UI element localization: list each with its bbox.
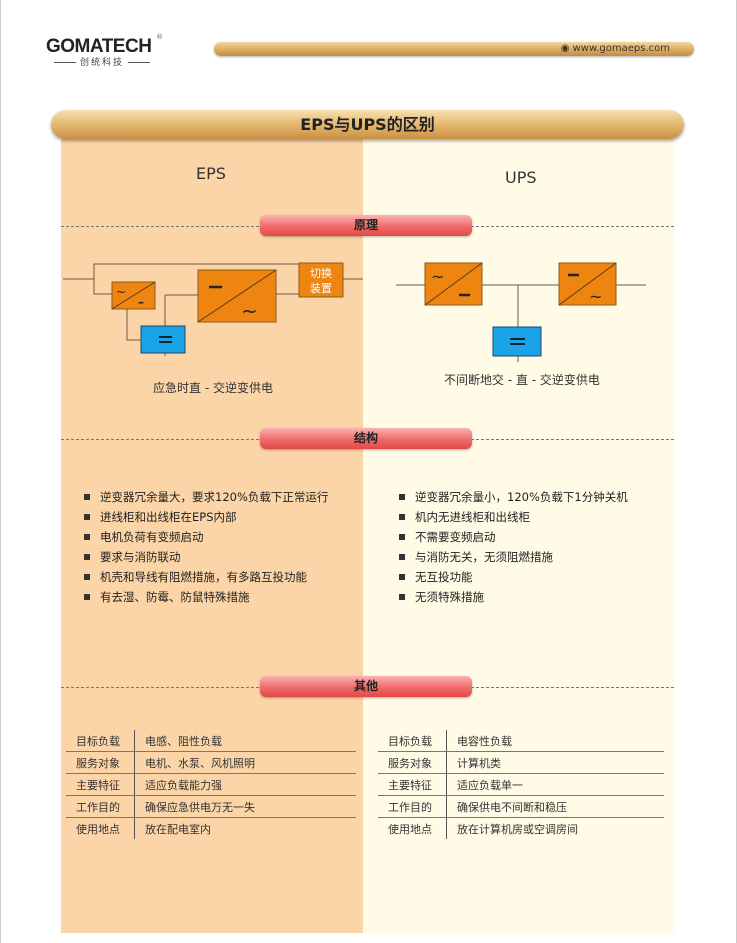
ups-heading: UPS — [505, 168, 537, 187]
svg-text:~: ~ — [241, 299, 258, 323]
table-row: 工作目的确保应急供电万无一失 — [66, 795, 356, 818]
website-link[interactable]: ◉ www.gomaeps.com — [561, 43, 670, 54]
table-row: 主要特征适应负载能力强 — [66, 773, 356, 796]
svg-text:~: ~ — [431, 267, 444, 286]
table-row: 使用地点放在配电室内 — [66, 817, 356, 839]
ups-rectifier: ~ — [424, 262, 483, 306]
row-value: 放在配电室内 — [145, 822, 211, 836]
logo-subtitle-text: 创统科技 — [79, 58, 124, 68]
list-item: 电机负荷有变频启动 — [84, 527, 328, 547]
row-label: 服务对象 — [378, 751, 447, 774]
row-label: 工作目的 — [378, 795, 447, 818]
row-label: 服务对象 — [66, 751, 135, 774]
list-item: 进线柜和出线柜在EPS内部 — [84, 507, 328, 527]
list-item: 与消防无关，无须阻燃措施 — [399, 547, 628, 567]
row-value: 适应负载单一 — [446, 773, 664, 796]
logo-subtitle: 创统科技 — [46, 55, 158, 68]
table-row: 使用地点放在计算机房或空调房间 — [378, 817, 664, 839]
row-label: 使用地点 — [378, 817, 447, 839]
section-other: 其他 — [260, 676, 472, 697]
table-row: 工作目的确保供电不间断和稳压 — [378, 795, 664, 818]
row-value: 确保供电不间断和稳压 — [446, 795, 664, 818]
list-item: 不需要变频启动 — [399, 527, 628, 547]
row-value: 确保应急供电万无一失 — [134, 795, 356, 818]
ups-inverter: ~ — [558, 262, 617, 306]
svg-text:~: ~ — [589, 287, 602, 306]
row-value: 电容性负载 — [446, 730, 664, 752]
section-structure: 结构 — [260, 428, 472, 449]
row-label: 主要特征 — [66, 773, 135, 796]
row-value: 适应负载能力强 — [134, 773, 356, 796]
row-value: 电机、水泵、风机照明 — [134, 751, 356, 774]
row-label: 目标负载 — [66, 730, 135, 752]
table-row: 主要特征适应负载单一 — [378, 773, 664, 796]
page-title: EPS与UPS的区别 — [51, 110, 684, 139]
logo: GOMATECH — [46, 36, 152, 57]
registered-mark: ® — [156, 33, 163, 41]
eps-inverter: ~ — [197, 269, 277, 323]
eps-switch-device: 切换 装置 — [298, 262, 344, 298]
svg-text:~: ~ — [116, 285, 126, 299]
table-row: 目标负载电容性负载 — [378, 730, 664, 752]
row-value: 放在计算机房或空调房间 — [457, 822, 578, 836]
list-item: 机内无进线柜和出线柜 — [399, 507, 628, 527]
website-url: www.gomaeps.com — [572, 43, 670, 54]
row-value: 计算机类 — [446, 751, 664, 774]
section-principle: 原理 — [260, 215, 472, 236]
svg-text:–: – — [138, 295, 144, 309]
table-row: 服务对象计算机类 — [378, 751, 664, 774]
ups-comparison-table: 目标负载电容性负载 服务对象计算机类 主要特征适应负载单一 工作目的确保供电不间… — [378, 730, 664, 839]
row-label: 工作目的 — [66, 795, 135, 818]
eps-caption: 应急时直 - 交逆变供电 — [153, 381, 273, 395]
circuit-diagram: ~– ~ 切换 装置 ~ ~ — [63, 262, 646, 362]
list-item: 要求与消防联动 — [84, 547, 328, 567]
row-value: 电感、阻性负载 — [134, 730, 356, 752]
list-item: 无须特殊措施 — [399, 587, 628, 607]
ups-battery — [492, 326, 542, 357]
top-bar: ◉ www.gomaeps.com — [214, 42, 694, 56]
eps-rectifier: ~– — [111, 281, 156, 310]
ups-feature-list: 逆变器冗余量小，120%负载下1分钟关机 机内无进线柜和出线柜 不需要变频启动 … — [399, 487, 628, 607]
row-label: 主要特征 — [378, 773, 447, 796]
eps-heading: EPS — [196, 164, 226, 183]
list-item: 有去湿、防霉、防鼠特殊措施 — [84, 587, 328, 607]
switch-label-2: 装置 — [310, 282, 332, 295]
globe-icon: ◉ — [560, 43, 570, 54]
list-item: 无互投功能 — [399, 567, 628, 587]
switch-label-1: 切换 — [310, 266, 332, 280]
eps-comparison-table: 目标负载电感、阻性负载 服务对象电机、水泵、风机照明 主要特征适应负载能力强 工… — [66, 730, 356, 839]
row-label: 使用地点 — [66, 817, 135, 839]
list-item: 逆变器冗余量小，120%负载下1分钟关机 — [399, 487, 628, 507]
ups-caption: 不间断地交 - 直 - 交逆变供电 — [444, 373, 600, 387]
eps-battery — [140, 325, 186, 354]
table-row: 服务对象电机、水泵、风机照明 — [66, 751, 356, 774]
list-item: 逆变器冗余量大，要求120%负载下正常运行 — [84, 487, 328, 507]
eps-feature-list: 逆变器冗余量大，要求120%负载下正常运行 进线柜和出线柜在EPS内部 电机负荷… — [84, 487, 328, 607]
list-item: 机壳和导线有阻燃措施，有多路互投功能 — [84, 567, 328, 587]
row-label: 目标负载 — [378, 730, 447, 752]
table-row: 目标负载电感、阻性负载 — [66, 730, 356, 752]
